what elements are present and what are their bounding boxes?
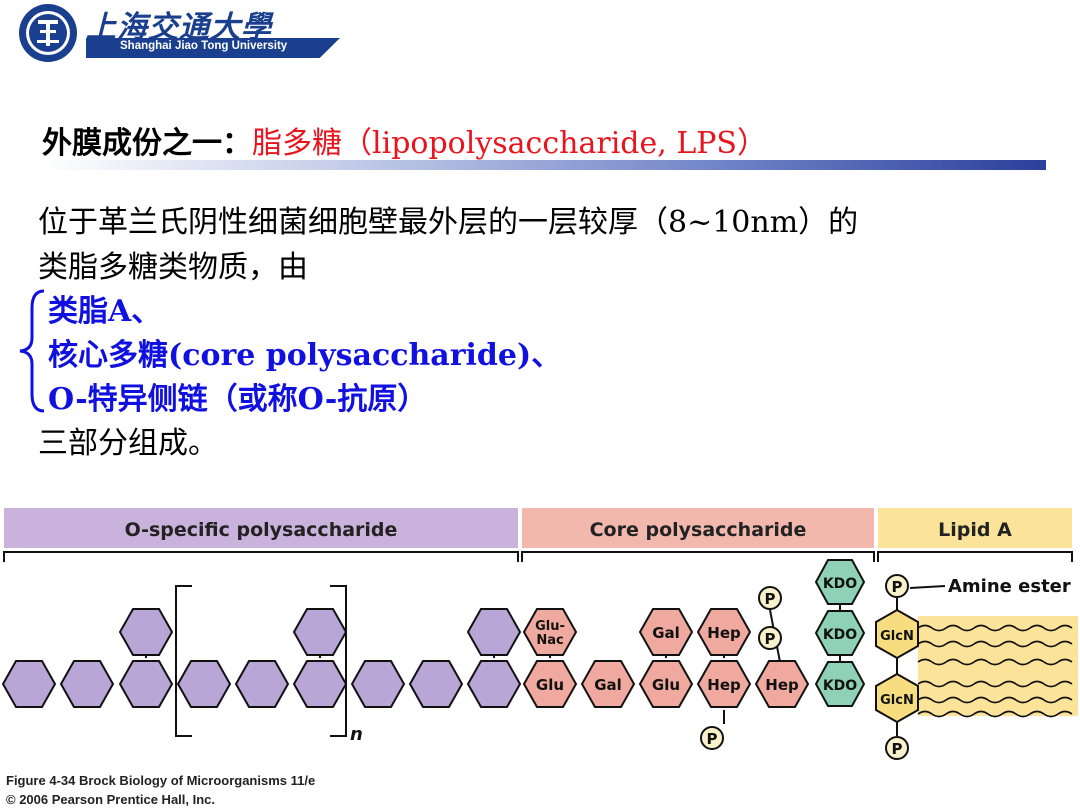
phosphate-2-label: P xyxy=(765,630,776,648)
core-glunac xyxy=(522,608,578,656)
core-gal-1-label: Gal xyxy=(594,676,622,694)
core-hep-3 xyxy=(754,660,810,708)
o-sugar-main-7 xyxy=(350,660,406,708)
title-highlight: 脂多糖（lipopolysaccharide, LPS） xyxy=(252,126,767,161)
lipid-tail-region xyxy=(918,616,1078,716)
core-glu-1-label: Glu xyxy=(536,676,564,694)
phosphate-5 xyxy=(885,736,909,760)
o-sugar-main-1 xyxy=(1,660,57,708)
section-bracket-o-specific xyxy=(3,551,519,562)
o-sugar-main-8 xyxy=(408,660,464,708)
body-line-end: 三部分组成。 xyxy=(38,426,218,461)
o-sugar-branch-3 xyxy=(466,608,522,656)
section-bracket-lipid-a xyxy=(877,551,1073,562)
section-bar-o-specific xyxy=(4,508,518,548)
phosphate-4-label: P xyxy=(892,578,903,596)
o-chain-branches xyxy=(118,608,522,656)
repeat-bracket-right xyxy=(330,585,347,737)
phosphate-1 xyxy=(758,586,782,610)
core-hep-1-label: Hep xyxy=(707,624,741,642)
title-underline-bar xyxy=(40,160,1046,170)
core-hep-3-label: Hep xyxy=(765,676,799,694)
o-chain-main xyxy=(1,660,522,708)
core-gal-2 xyxy=(638,608,694,656)
section-bar-core xyxy=(522,508,874,548)
o-sugar-main-4 xyxy=(176,660,232,708)
phosphate-3-label: P xyxy=(707,730,718,748)
lipid-a-glucosamines: GlcN GlcN xyxy=(875,608,919,724)
phosphate-3 xyxy=(700,726,724,750)
university-banner xyxy=(86,38,340,58)
core-kdo-3 xyxy=(814,661,866,707)
core-kdo-2-label: KDO xyxy=(823,627,857,643)
core-kdo-1 xyxy=(814,559,866,605)
o-sugar-main-6 xyxy=(292,660,348,708)
repeat-bracket-left xyxy=(175,585,192,737)
header: 上海交通大學 Shanghai Jiao Tong University xyxy=(0,0,1080,70)
body-line-2: 类脂多糖类物质，由 xyxy=(38,250,308,285)
lipid-glcn-1 xyxy=(875,608,919,660)
amine-ester-label: Amine ester xyxy=(948,576,1071,597)
o-sugar-main-9 xyxy=(466,660,522,708)
core-hep-2-label: Hep xyxy=(707,676,741,694)
figure-credit-line-2: © 2006 Pearson Prentice Hall, Inc. xyxy=(6,792,216,807)
title-prefix: 外膜成份之一： xyxy=(42,126,252,161)
core-kdo-2 xyxy=(814,610,866,656)
lipid-glcn-1-label: GlcN xyxy=(880,629,914,644)
university-name-en: Shanghai Jiao Tong University xyxy=(120,40,288,52)
core-glu-2-label: Glu xyxy=(652,676,680,694)
university-seal-icon xyxy=(19,4,77,62)
lps-structure-diagram: O-specific polysaccharide Core polysacch… xyxy=(1,508,1078,760)
core-glunac-label: Glu- xyxy=(535,619,565,634)
core-hep-1 xyxy=(696,608,752,656)
section-bar-lipid-a xyxy=(878,508,1072,548)
body-line-1: 位于革兰氏阴性细菌细胞壁最外层的一层较厚（8~10nm）的 xyxy=(38,205,859,240)
figure-credit-line-1: Figure 4-34 Brock Biology of Microorgani… xyxy=(6,773,316,788)
component-o-antigen: O-特异侧链（或称O-抗原） xyxy=(48,382,428,417)
core-hep-2 xyxy=(696,660,752,708)
core-kdo-1-label: KDO xyxy=(823,576,857,592)
core-glu-1 xyxy=(522,660,578,708)
repeat-count-label: n xyxy=(350,724,363,745)
o-sugar-main-3 xyxy=(118,660,174,708)
core-glu-2 xyxy=(638,660,694,708)
section-bracket-core xyxy=(521,551,875,562)
core-gal-2-label: Gal xyxy=(652,624,680,642)
phosphate-2 xyxy=(758,626,782,650)
core-gal-1 xyxy=(580,660,636,708)
section-label-o-specific: O-specific polysaccharide xyxy=(125,519,398,541)
o-sugar-branch-2 xyxy=(292,608,348,656)
phosphate-5-label: P xyxy=(892,740,903,758)
phosphate-groups: P P P P P xyxy=(700,574,909,760)
section-label-lipid-a: Lipid A xyxy=(938,519,1012,541)
lipid-glcn-2 xyxy=(875,672,919,724)
phosphate-4 xyxy=(885,574,909,598)
phosphate-1-label: P xyxy=(765,590,776,608)
section-label-core: Core polysaccharide xyxy=(590,519,807,541)
core-kdo-3-label: KDO xyxy=(823,678,857,694)
component-core-polysaccharide: 核心多糖(core polysaccharide)、 xyxy=(48,338,562,373)
component-lipid-a: 类脂A、 xyxy=(48,294,162,329)
o-sugar-main-2 xyxy=(59,660,115,708)
o-sugar-branch-1 xyxy=(118,608,174,656)
fatty-acid-chains xyxy=(917,624,1073,718)
slide-title: 外膜成份之一：脂多糖（lipopolysaccharide, LPS） xyxy=(42,118,767,162)
lipid-glcn-2-label: GlcN xyxy=(880,693,914,708)
curly-brace-icon xyxy=(19,289,45,413)
o-sugar-main-5 xyxy=(234,660,290,708)
core-glunac-label: Nac xyxy=(536,633,563,648)
